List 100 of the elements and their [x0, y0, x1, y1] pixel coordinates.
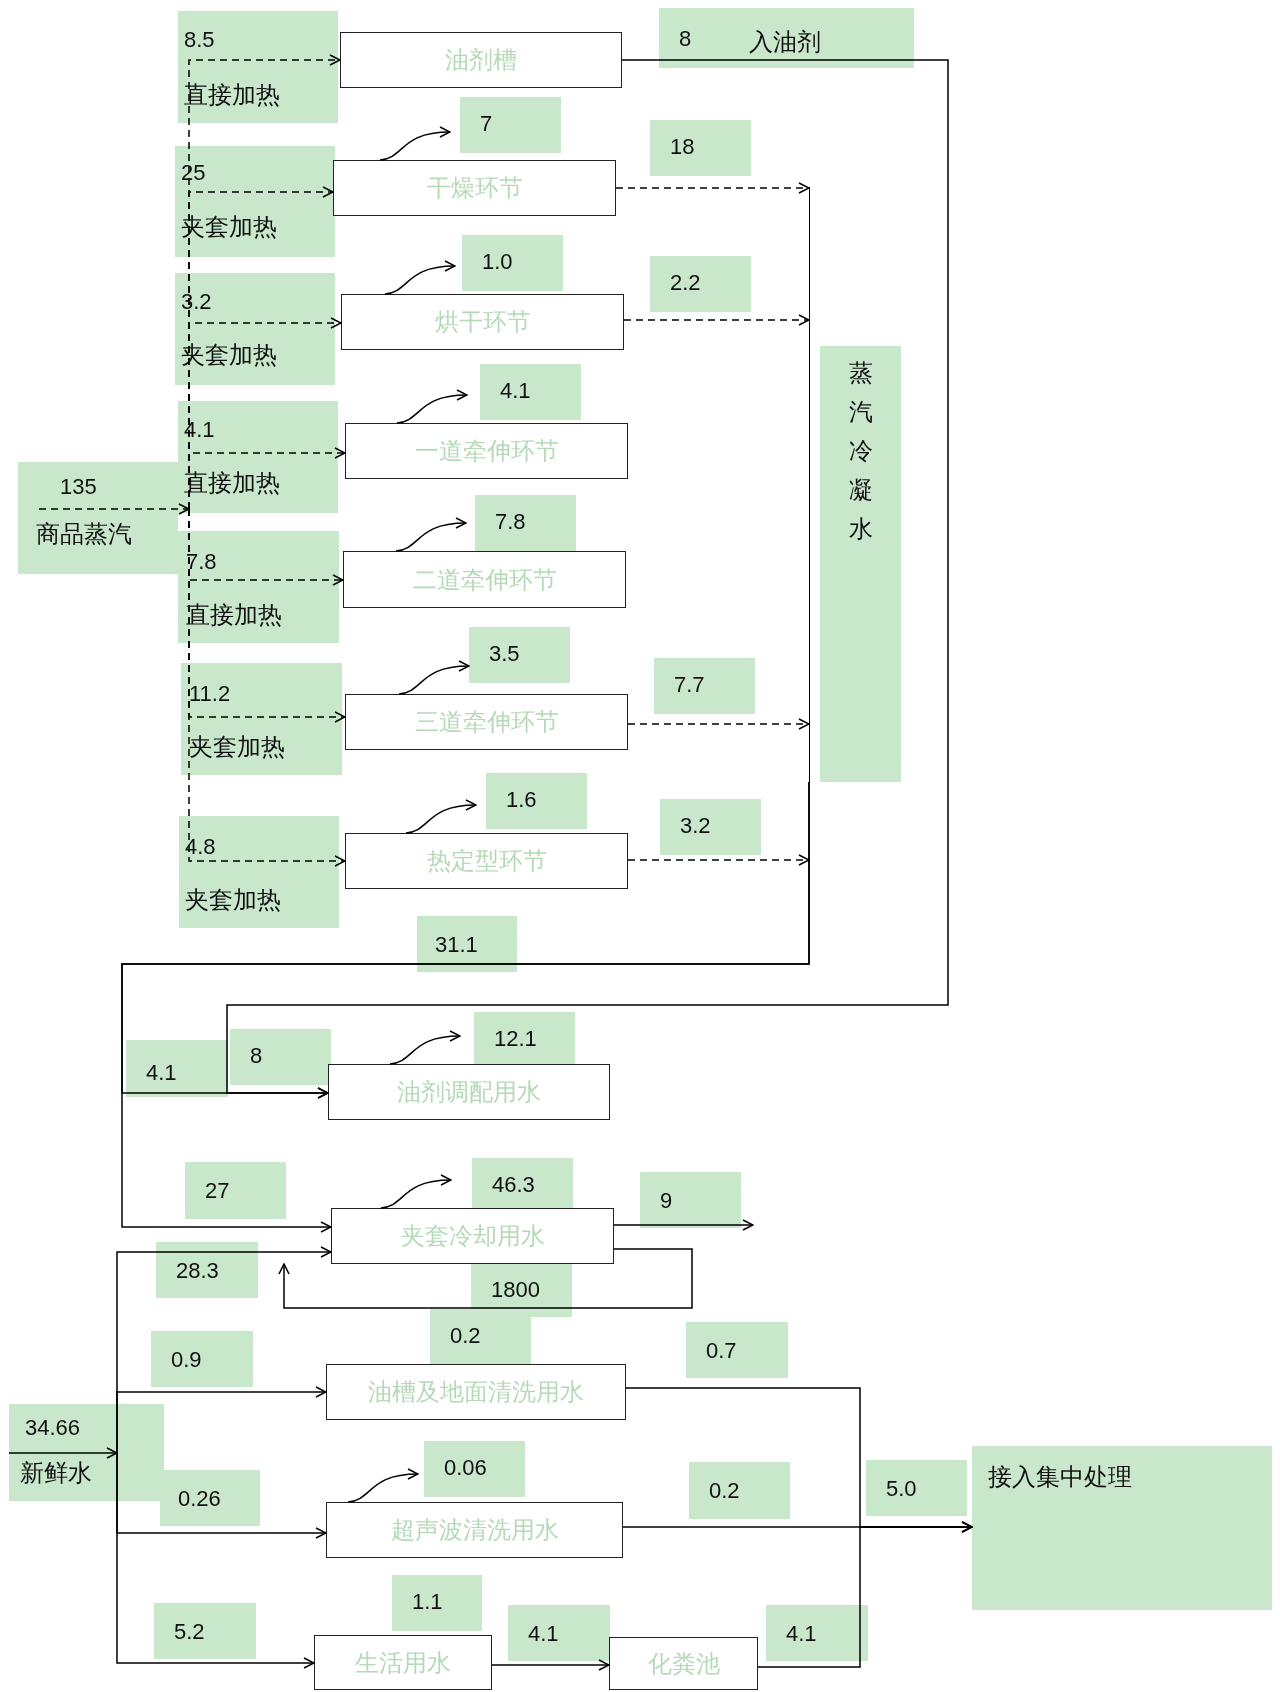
arrow: [379, 126, 451, 161]
node-label: 商品蒸汽: [36, 519, 132, 550]
arrow: [398, 660, 470, 695]
node-label: 二道牵伸环节: [412, 564, 557, 596]
flow-type-label: 直接加热: [184, 468, 280, 499]
flow-type-label: 直接加热: [186, 600, 282, 631]
flow-value: 27: [205, 1178, 230, 1204]
node-label: 烘干环节: [434, 307, 531, 338]
flow-value: 7.7: [674, 672, 705, 698]
flow-value: 31.1: [435, 932, 478, 958]
process-box: [345, 423, 628, 479]
flow-value: 4.1: [146, 1060, 177, 1086]
node-label: 接入集中处理: [988, 1462, 1132, 1493]
flow-value: 8: [250, 1043, 263, 1069]
arrow: [613, 1219, 754, 1231]
flow-value: 0.2: [709, 1478, 740, 1504]
arrow: [380, 1174, 452, 1209]
flow-type-label: 夹套加热: [181, 340, 277, 371]
flow-value: 18: [670, 134, 695, 160]
node-label: 干燥环节: [426, 173, 523, 204]
arrow: [491, 1659, 610, 1671]
flow-value: 3.2: [181, 289, 212, 315]
node-label: 热定型环节: [426, 846, 547, 877]
arrow: [389, 1030, 461, 1065]
flow-value: 5.0: [886, 1476, 917, 1502]
flow-value: 7.8: [495, 509, 526, 535]
node-label: 超声波清洗用水: [390, 1515, 559, 1546]
flow-value: 25: [181, 160, 206, 186]
flow-value: 0.9: [171, 1347, 202, 1373]
flow-value: 0.7: [706, 1338, 737, 1364]
arrow: [384, 260, 456, 295]
flow-value: 0.06: [444, 1455, 487, 1481]
arrow: [623, 314, 810, 326]
flow-value: 1800: [491, 1277, 540, 1303]
flow-value: 9: [660, 1188, 673, 1214]
flow-value: 0.2: [450, 1323, 481, 1349]
arrow: [627, 854, 810, 866]
node-label: 油槽及地面清洗用水: [368, 1377, 584, 1408]
flow-value: 11.2: [189, 681, 231, 707]
process-box: [314, 1635, 492, 1690]
flow-value: 12.1: [494, 1026, 537, 1052]
arrow: [396, 389, 468, 424]
node-label: 一道牵伸环节: [414, 436, 559, 467]
flow-value: 34.66: [25, 1415, 81, 1441]
process-box: [345, 833, 628, 889]
arrow: [188, 508, 346, 867]
flow-value: 7.8: [186, 549, 217, 575]
arrow: [757, 1521, 973, 1668]
arrow: [116, 1452, 315, 1669]
flow-value: 3.5: [489, 641, 520, 667]
process-box: [326, 1502, 623, 1558]
arrow: [121, 781, 810, 1233]
arrow: [627, 718, 810, 730]
flow-value: 7: [480, 111, 493, 137]
flow-value: 8.5: [184, 27, 215, 53]
node-label: 油剂调配用水: [397, 1077, 541, 1108]
discharge-box: [972, 1446, 1272, 1610]
node-label: 油剂槽: [445, 45, 517, 76]
flow-type-label: 夹套加热: [189, 732, 285, 763]
process-box: [609, 1637, 758, 1690]
process-box: [345, 694, 628, 750]
arrow: [278, 1248, 693, 1309]
arrow: [38, 503, 190, 515]
flow-value: 1.1: [412, 1589, 443, 1615]
flow-type-label: 夹套加热: [181, 212, 277, 243]
flow-value: 3.2: [680, 813, 711, 839]
flow-value: 135: [60, 474, 97, 500]
source-box: [18, 462, 178, 574]
node-label: 化粪池: [647, 1648, 720, 1680]
flow-value: 2.2: [670, 270, 701, 296]
arrow: [347, 1468, 419, 1503]
flow-value: 4.1: [786, 1621, 817, 1647]
node-label: 蒸汽冷凝水: [848, 358, 873, 545]
process-box: [333, 160, 616, 216]
process-box: [326, 1364, 626, 1420]
flow-value: 4.8: [185, 834, 216, 860]
process-box: [343, 551, 626, 608]
flow-value: 1.6: [506, 787, 537, 813]
process-box: [341, 294, 624, 350]
node-label: 新鲜水: [20, 1458, 92, 1489]
flow-value: 5.2: [174, 1619, 205, 1645]
process-box: [340, 32, 622, 88]
node-label: 生活用水: [355, 1647, 451, 1679]
flow-value: 4.1: [528, 1621, 559, 1647]
flow-type-label: 夹套加热: [185, 885, 281, 916]
process-box: [331, 1208, 614, 1264]
flow-value: 1.0: [482, 249, 513, 275]
arrow: [615, 182, 810, 194]
process-box: [328, 1064, 610, 1120]
node-label: 三道牵伸环节: [414, 707, 559, 738]
arrow: [395, 517, 467, 552]
arrow: [116, 1386, 327, 1454]
flow-value: 46.3: [492, 1172, 535, 1198]
flow-value: 8: [679, 26, 692, 52]
flow-type-label: 入油剂: [749, 27, 822, 58]
flow-value: 4.1: [500, 378, 531, 404]
collector-line: [809, 187, 901, 782]
arrow: [405, 799, 477, 834]
flow-value: 4.1: [184, 417, 215, 443]
arrow: [8, 1447, 118, 1459]
